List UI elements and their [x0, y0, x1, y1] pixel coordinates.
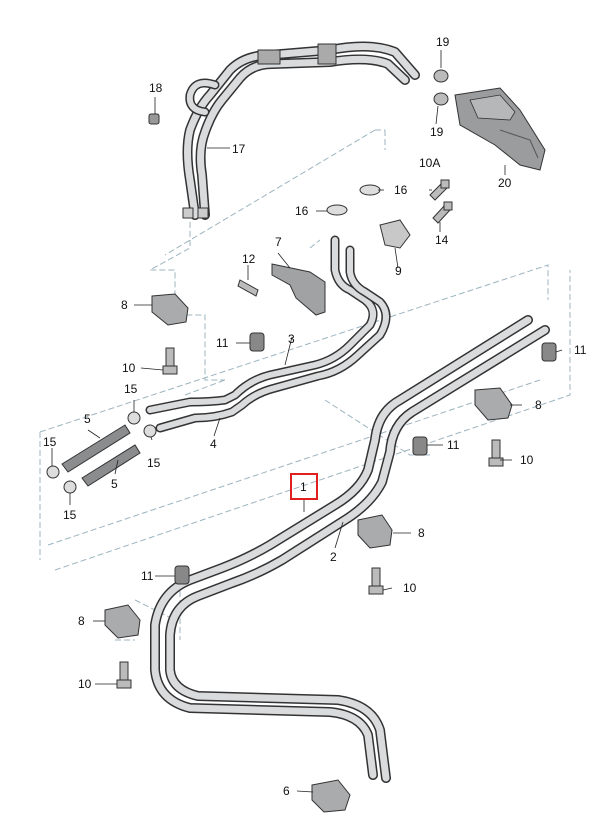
clamps-16 — [326, 184, 381, 216]
callout-10d[interactable]: 10 — [78, 677, 92, 691]
callout-5b[interactable]: 5 — [111, 477, 118, 491]
nut-18 — [148, 113, 160, 125]
callout-16b[interactable]: 16 — [295, 204, 309, 218]
bolts-10 — [116, 347, 504, 689]
callout-5a[interactable]: 5 — [84, 412, 91, 426]
upper-pipe-17 — [182, 41, 420, 220]
clamps-19 — [433, 69, 449, 106]
callout-17[interactable]: 17 — [232, 142, 246, 156]
callout-16a[interactable]: 16 — [394, 183, 408, 197]
callout-15d[interactable]: 15 — [63, 508, 77, 522]
callout-3[interactable]: 3 — [288, 332, 295, 346]
callout-8b[interactable]: 8 — [535, 398, 542, 412]
callout-10b[interactable]: 10 — [520, 453, 534, 467]
clip-9 — [379, 219, 411, 249]
callout-15c[interactable]: 15 — [147, 456, 161, 470]
highlight-box — [290, 473, 318, 500]
callout-18[interactable]: 18 — [149, 81, 163, 95]
main-pipes-1-2 — [150, 315, 550, 783]
callout-8c[interactable]: 8 — [418, 526, 425, 540]
heater-unit-20 — [454, 87, 546, 171]
callout-7[interactable]: 7 — [275, 235, 282, 249]
brackets-8 — [104, 293, 513, 813]
bolts-10A-14 — [429, 179, 453, 224]
callout-8a[interactable]: 8 — [121, 298, 128, 312]
callout-14[interactable]: 14 — [435, 233, 449, 247]
callout-19a[interactable]: 19 — [436, 35, 450, 49]
hoses-5 — [61, 424, 141, 487]
callout-2[interactable]: 2 — [330, 550, 337, 564]
callout-4[interactable]: 4 — [210, 437, 217, 451]
callout-10a[interactable]: 10 — [122, 361, 136, 375]
callout-11a[interactable]: 11 — [216, 336, 229, 350]
callout-19b[interactable]: 19 — [430, 125, 444, 139]
callout-12[interactable]: 12 — [242, 252, 256, 266]
bracket-7 — [271, 263, 326, 316]
screw-12 — [237, 279, 259, 297]
callout-6[interactable]: 6 — [283, 784, 290, 798]
callout-11b[interactable]: 11 — [574, 343, 587, 357]
callout-11c[interactable]: 11 — [447, 438, 460, 452]
callout-9[interactable]: 9 — [395, 264, 402, 278]
callout-15a[interactable]: 15 — [124, 382, 138, 396]
callout-10A[interactable]: 10A — [419, 156, 441, 170]
callout-11d[interactable]: 11 — [141, 569, 154, 583]
callout-1[interactable]: 1 — [300, 480, 307, 494]
leader-lines — [51, 50, 563, 793]
callout-10c[interactable]: 10 — [403, 581, 417, 595]
grommets-11 — [174, 332, 557, 585]
guide-lines — [39, 129, 571, 641]
callout-20[interactable]: 20 — [498, 176, 512, 190]
callout-8d[interactable]: 8 — [78, 614, 85, 628]
pipes-3-4 — [145, 235, 391, 433]
callout-15b[interactable]: 15 — [43, 435, 57, 449]
